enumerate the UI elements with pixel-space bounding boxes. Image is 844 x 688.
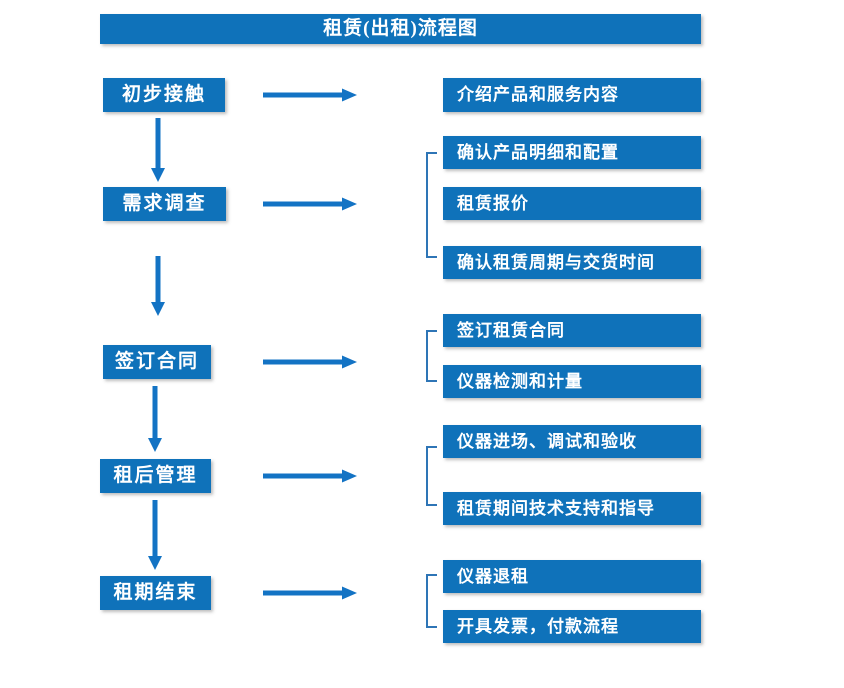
detail-box-sign-rental-contract: 签订租赁合同	[443, 314, 701, 347]
step-box-rental-end: 租期结束	[100, 576, 211, 610]
detail-box-confirm-period-delivery: 确认租赁周期与交货时间	[443, 246, 701, 279]
arrow-down-icon-1	[149, 118, 167, 187]
detail-box-instrument-acceptance: 仪器进场、调试和验收	[443, 425, 701, 458]
arrow-right-icon-3	[263, 354, 358, 375]
detail-box-confirm-product-config: 确认产品明细和配置	[443, 136, 701, 169]
arrow-right-icon-4	[263, 468, 358, 489]
flowchart-title: 租赁(出租)流程图	[100, 14, 701, 44]
step-box-initial-contact: 初步接触	[103, 78, 225, 112]
detail-box-rental-quote: 租赁报价	[443, 187, 701, 220]
detail-box-tech-support: 租赁期间技术支持和指导	[443, 492, 701, 525]
arrow-right-icon-2	[263, 196, 358, 217]
detail-box-instrument-testing: 仪器检测和计量	[443, 365, 701, 398]
step-box-sign-contract: 签订合同	[103, 345, 211, 379]
detail-box-invoice-payment: 开具发票，付款流程	[443, 610, 701, 643]
detail-box-introduce-products: 介绍产品和服务内容	[443, 78, 701, 112]
bracket-connector-group-3	[426, 330, 437, 382]
arrow-down-icon-3	[146, 386, 164, 457]
step-box-demand-survey: 需求调查	[103, 187, 226, 221]
bracket-connector-group-5	[426, 574, 437, 628]
arrow-down-icon-4	[146, 500, 164, 575]
arrow-right-icon-5	[263, 585, 358, 606]
arrow-right-icon-1	[263, 87, 358, 108]
arrow-down-icon-2	[149, 256, 167, 321]
bracket-connector-group-2	[426, 152, 437, 258]
detail-box-instrument-return: 仪器退租	[443, 560, 701, 593]
bracket-connector-group-4	[426, 446, 437, 506]
step-box-post-rental-mgmt: 租后管理	[100, 459, 211, 493]
